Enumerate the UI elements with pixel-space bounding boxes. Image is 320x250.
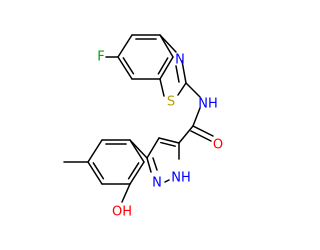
phenol-ring-bond bbox=[129, 139, 145, 163]
s-c3a-bond bbox=[159, 78, 165, 97]
benzo-ring-double-bond bbox=[157, 57, 169, 75]
nh-carbonyl-bond bbox=[192, 107, 201, 127]
c2-s-bond bbox=[177, 82, 187, 96]
benzo-ring-bond bbox=[117, 56, 133, 80]
c-n-thiazole-bond bbox=[159, 34, 177, 53]
pyrazole-c5-c4-double-bond-inner bbox=[160, 141, 176, 147]
hydroxyl-label: OH bbox=[112, 205, 132, 220]
benzo-ring-bond bbox=[117, 34, 133, 58]
c-oh-bond bbox=[121, 183, 131, 203]
carbonyl-c5-bond bbox=[178, 125, 194, 144]
pyrazole-c3-n2-double-bond bbox=[146, 157, 152, 173]
carbonyl-oxygen-label: O bbox=[213, 138, 223, 153]
c2-nh-bond bbox=[185, 82, 201, 98]
pyrazole-c3-n2-double-bond-inner bbox=[152, 157, 158, 171]
benzo-ring-double-bond bbox=[122, 57, 135, 75]
phenol-ring-bond bbox=[87, 139, 103, 163]
molecule-canvas: F N S NH O N NH OH bbox=[63, 34, 224, 220]
bonds bbox=[63, 34, 214, 203]
pyrazole-c5-c4-double-bond bbox=[158, 137, 180, 144]
c-o-double-bond-inner bbox=[190, 130, 212, 142]
pyrazole-c4-c3-bond bbox=[146, 137, 160, 159]
phenol-ring-double-bond bbox=[127, 162, 140, 180]
benzo-ring-bond bbox=[159, 56, 174, 80]
phenol-ring-bond bbox=[87, 161, 103, 185]
thiazole-sulfur-label: S bbox=[167, 95, 175, 110]
n-c2-double-bond-inner bbox=[175, 65, 180, 83]
structure-drawing: F N S NH O N NH OH bbox=[63, 34, 223, 220]
pyrazole-n-label: N bbox=[152, 176, 162, 191]
pyrazole-aryl-bond bbox=[129, 139, 148, 159]
phenol-ring-double-bond bbox=[92, 162, 105, 180]
pyrazole-nh-label: NH bbox=[171, 171, 191, 186]
phenol-ring-bond bbox=[129, 161, 145, 185]
amide-nh-label: NH bbox=[198, 97, 218, 112]
thiazole-nitrogen-label: N bbox=[175, 53, 185, 68]
pyrazole-n2-n1-bond bbox=[164, 179, 170, 183]
benzo-ring-bond bbox=[159, 34, 174, 58]
c-o-double-bond bbox=[192, 125, 214, 137]
n-c2-double-bond bbox=[181, 60, 187, 84]
fluorine-label: F bbox=[97, 50, 104, 65]
atom-labels: F N S NH O N NH OH bbox=[97, 50, 223, 220]
